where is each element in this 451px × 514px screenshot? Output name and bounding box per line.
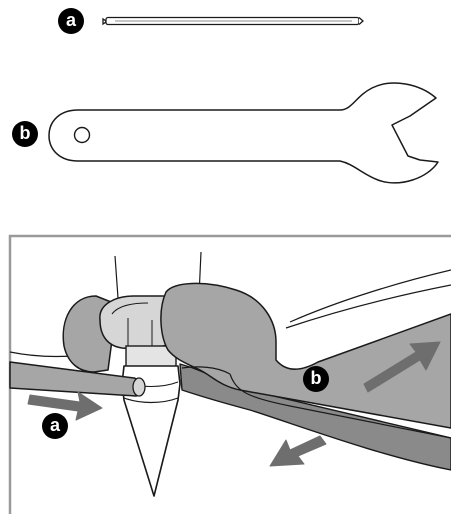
detail-frame xyxy=(8,234,451,514)
part-a-label: a xyxy=(65,10,76,30)
part-a-callout: a xyxy=(58,8,84,34)
pin-part-illustration xyxy=(102,16,364,26)
assembly-detail-illustration xyxy=(9,251,451,497)
detail-pin-label: a xyxy=(49,415,60,435)
detail-wrench-callout: b xyxy=(303,366,329,392)
detail-pin-callout: a xyxy=(42,413,68,439)
detail-wrench-label: b xyxy=(310,368,322,388)
part-b-callout: b xyxy=(12,121,38,147)
wrench-part-illustration xyxy=(48,82,439,184)
part-b-label: b xyxy=(19,123,31,143)
